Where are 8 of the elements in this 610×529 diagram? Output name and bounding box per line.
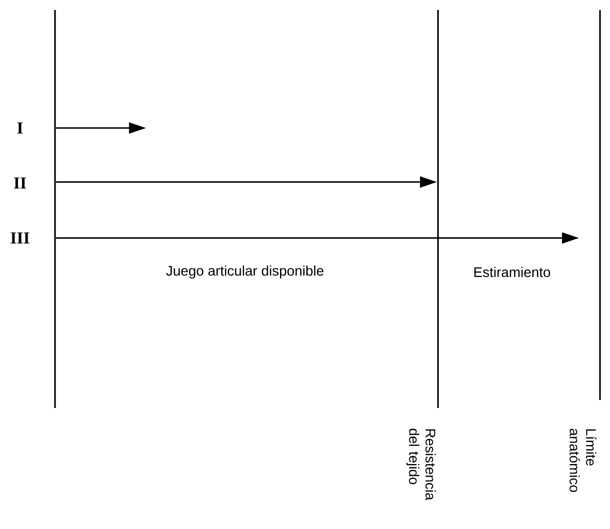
line-label: Límite anatómico bbox=[570, 428, 596, 492]
region-label: Juego articular disponible bbox=[166, 266, 324, 278]
roman-numeral: I bbox=[17, 122, 23, 134]
roman-numeral: III bbox=[10, 232, 30, 244]
region-label: Estiramiento bbox=[474, 266, 550, 278]
vertical-line bbox=[54, 10, 56, 408]
line-label: Resistencia del tejido bbox=[406, 428, 436, 500]
roman-numeral: II bbox=[14, 177, 26, 189]
